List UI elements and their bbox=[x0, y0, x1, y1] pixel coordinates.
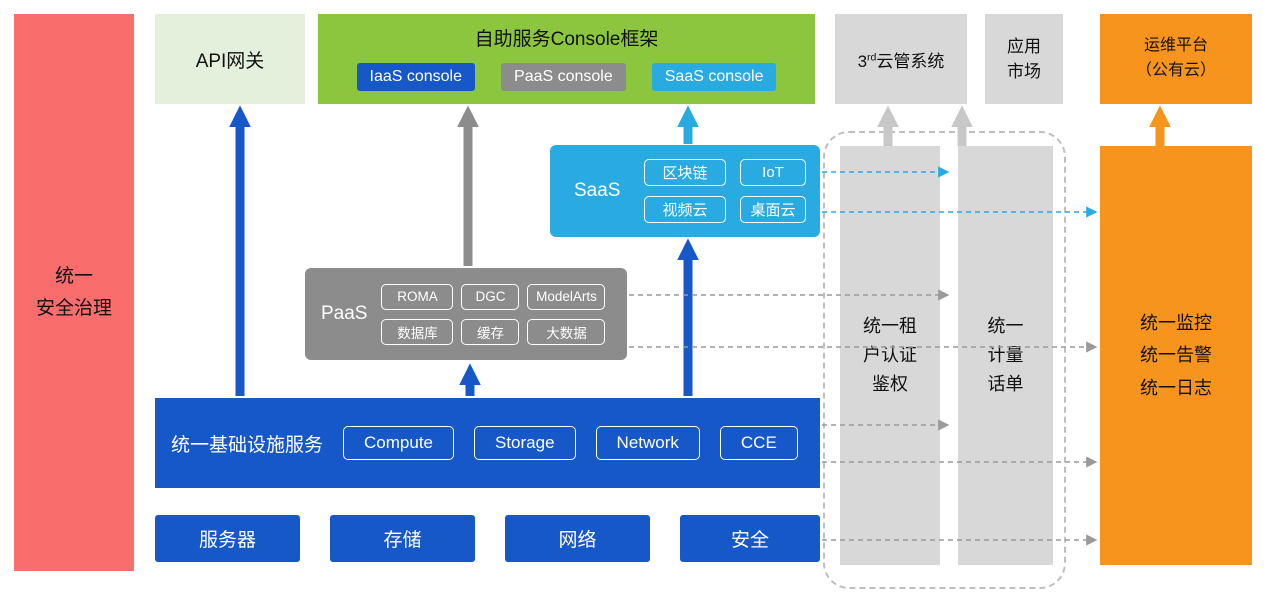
hardware-box-server: 服务器 bbox=[155, 515, 300, 562]
third-party-cloud-box: 3rd云管系统 bbox=[835, 14, 967, 104]
console-chip-row: IaaS console PaaS console SaaS console bbox=[356, 63, 777, 91]
shared-services-dashed-container bbox=[823, 131, 1066, 589]
tenant-auth-bar: 统一租 户认证 鉴权 bbox=[840, 146, 940, 565]
saas-item-blockchain: 区块链 bbox=[644, 159, 726, 186]
iaas-item-storage: Storage bbox=[474, 426, 576, 460]
paas-item-dgc: DGC bbox=[461, 283, 520, 310]
iaas-item-compute: Compute bbox=[343, 426, 454, 460]
iaas-box: 统一基础设施服务 Compute Storage Network CCE bbox=[155, 398, 820, 488]
saas-item-iot: IoT bbox=[740, 159, 806, 186]
security-governance-bar: 统一 安全治理 bbox=[14, 14, 134, 571]
iaas-item-network: Network bbox=[595, 426, 700, 460]
paas-label: PaaS bbox=[321, 303, 368, 324]
saas-console-chip: SaaS console bbox=[651, 63, 777, 91]
paas-item-bigdata: 大数据 bbox=[527, 318, 606, 345]
paas-console-chip: PaaS console bbox=[501, 63, 626, 91]
hardware-box-storage: 存储 bbox=[330, 515, 475, 562]
hardware-box-security: 安全 bbox=[680, 515, 820, 562]
app-market-box: 应用 市场 bbox=[985, 14, 1063, 104]
iaas-console-chip: IaaS console bbox=[356, 63, 476, 91]
paas-item-database: 数据库 bbox=[381, 318, 454, 345]
saas-label: SaaS bbox=[574, 180, 621, 201]
paas-item-cache: 缓存 bbox=[461, 318, 520, 345]
hardware-box-network: 网络 bbox=[505, 515, 650, 562]
saas-item-video-cloud: 视频云 bbox=[644, 196, 726, 223]
iaas-label: 统一基础设施服务 bbox=[171, 434, 324, 456]
console-framework-title: 自助服务Console框架 bbox=[474, 29, 659, 50]
paas-box: PaaS ROMA DGC ModelArts 数据库 缓存 大数据 bbox=[305, 268, 627, 360]
om-platform-box: 运维平台 （公有云） bbox=[1100, 14, 1252, 104]
iaas-item-cce: CCE bbox=[719, 426, 798, 460]
paas-item-modelarts: ModelArts bbox=[527, 283, 606, 310]
console-framework-box: 自助服务Console框架 IaaS console PaaS console … bbox=[318, 14, 815, 104]
paas-item-grid: ROMA DGC ModelArts 数据库 缓存 大数据 bbox=[381, 283, 606, 345]
metering-bar: 统一 计量 话单 bbox=[958, 146, 1053, 565]
saas-box: SaaS 区块链 IoT 视频云 桌面云 bbox=[550, 145, 820, 237]
paas-item-roma: ROMA bbox=[381, 283, 454, 310]
saas-item-grid: 区块链 IoT 视频云 桌面云 bbox=[644, 159, 806, 223]
saas-item-desktop-cloud: 桌面云 bbox=[740, 196, 806, 223]
third-party-cloud-label: 3rd云管系统 bbox=[857, 50, 945, 71]
api-gateway-box: API网关 bbox=[155, 14, 305, 104]
monitoring-bar: 统一监控 统一告警 统一日志 bbox=[1100, 146, 1252, 565]
